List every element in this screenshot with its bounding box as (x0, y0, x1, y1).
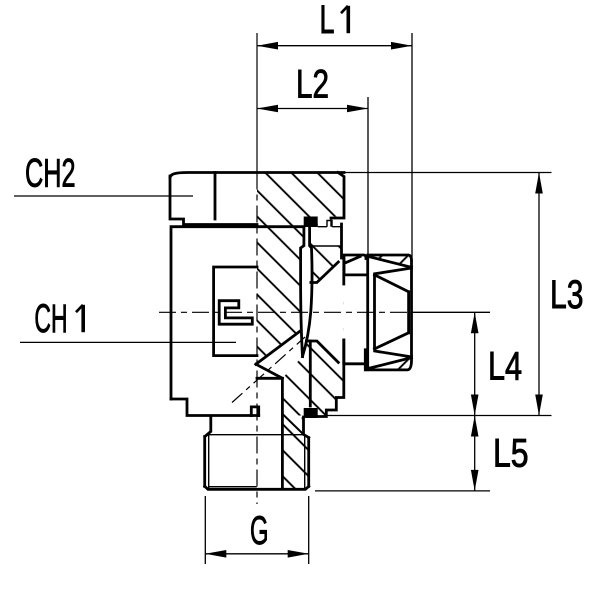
svg-text:L4: L4 (488, 344, 522, 388)
svg-text:L5: L5 (493, 431, 529, 475)
svg-text:L3: L3 (550, 273, 584, 317)
svg-text:CH: CH (34, 297, 67, 341)
svg-text:CH2: CH2 (25, 151, 76, 195)
svg-text:L: L (320, 0, 335, 42)
svg-text:L2: L2 (296, 62, 329, 106)
svg-text:G: G (250, 509, 269, 553)
